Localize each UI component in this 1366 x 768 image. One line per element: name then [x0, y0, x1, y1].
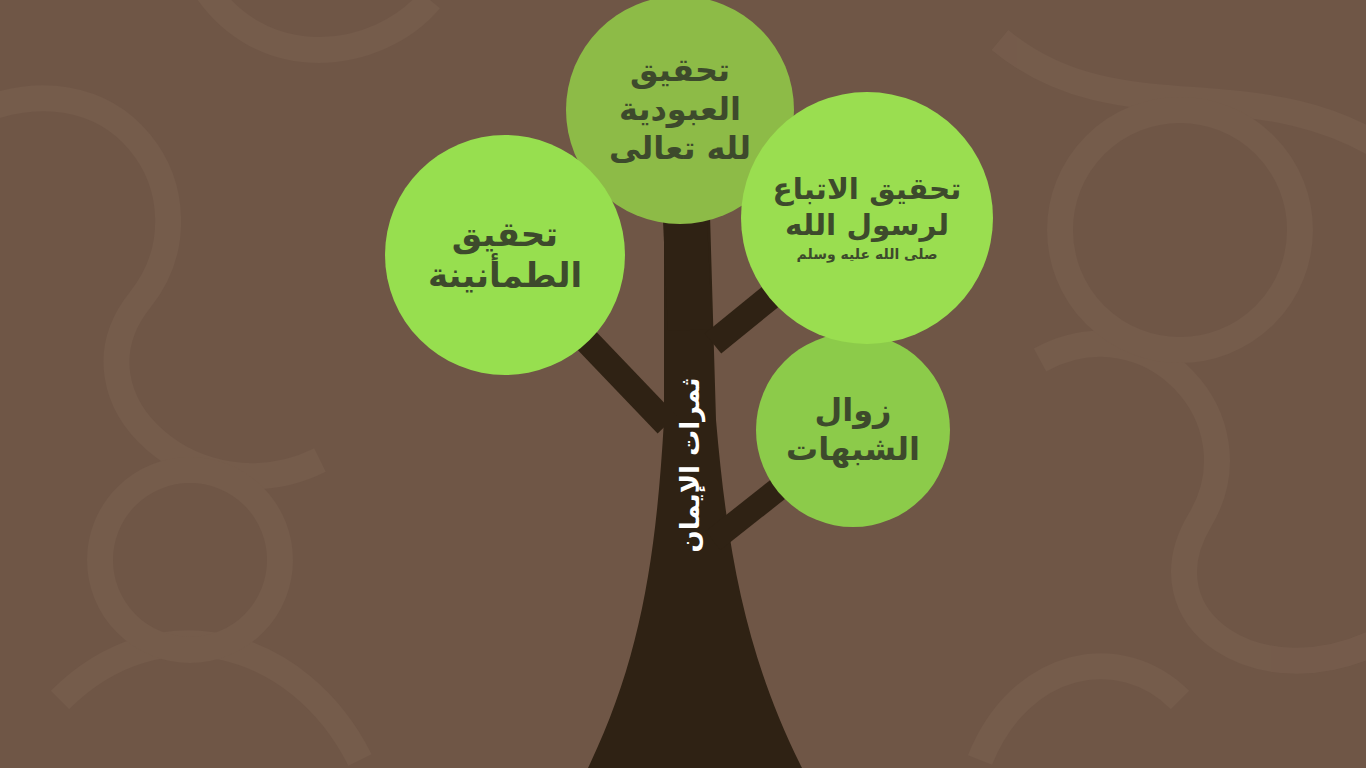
- text-group: تحقيق الاتباع لرسول الله صلى الله عليه وس…: [757, 172, 977, 263]
- tree-branch: [713, 294, 774, 344]
- circle-fill: [741, 92, 993, 344]
- text-group: تحقيق الطمأنينة: [410, 214, 600, 297]
- tree-branch: [685, 218, 690, 330]
- fruit-circle: زوال الشبهات: [756, 333, 950, 527]
- trunk-label-area: ثمرات الإيمان: [667, 330, 713, 600]
- honorific-text: صلى الله عليه وسلم: [797, 246, 938, 263]
- text-group: تحقيق العبودية لله تعالى: [600, 51, 760, 168]
- fruit-label: زوال الشبهات: [778, 391, 928, 469]
- fruit-circle: تحقيق الطمأنينة: [385, 135, 625, 375]
- tree-branch: [584, 337, 667, 424]
- fruit-circle: تحقيق الاتباع لرسول الله صلى الله عليه وس…: [741, 92, 993, 344]
- circle-fill: [385, 135, 625, 375]
- trunk-title: ثمرات الإيمان: [675, 378, 705, 553]
- tree-branch: [713, 486, 782, 540]
- fruit-label: تحقيق الطمأنينة: [410, 214, 600, 297]
- fruit-label: تحقيق العبودية لله تعالى: [600, 51, 760, 168]
- fruit-label: تحقيق الاتباع لرسول الله: [757, 172, 977, 244]
- text-group: زوال الشبهات: [778, 391, 928, 469]
- circle-fill: [756, 333, 950, 527]
